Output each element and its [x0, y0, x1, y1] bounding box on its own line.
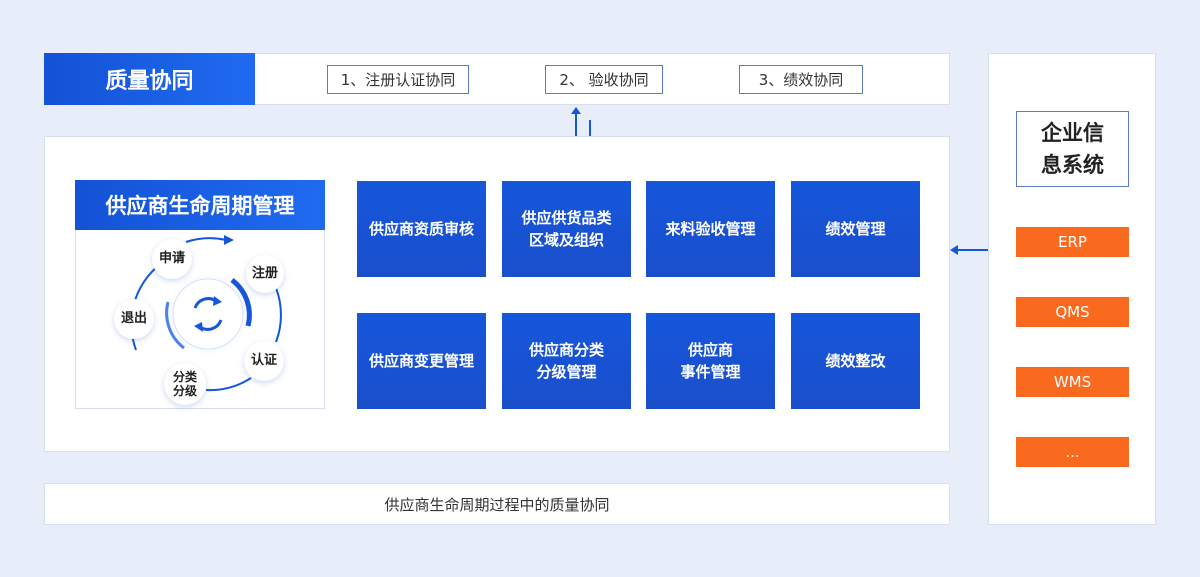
tile-incoming-inspection: 来料验收管理	[646, 181, 775, 277]
system-erp: ERP	[1016, 227, 1129, 257]
lifecycle-title: 供应商生命周期管理	[75, 180, 325, 230]
step-classify: 分类 分级	[164, 363, 206, 405]
bottom-bar: 供应商生命周期过程中的质量协同	[44, 483, 950, 525]
enterprise-systems-title: 企业信 息系统	[1016, 111, 1129, 187]
quality-collab-title: 质量协同	[44, 53, 255, 105]
lifecycle-card: 供应商生命周期管理	[75, 180, 325, 409]
tile-classification-management: 供应商分类 分级管理	[502, 313, 631, 409]
step-register: 注册	[246, 255, 284, 293]
system-more: ...	[1016, 437, 1129, 467]
tag-registration-cert: 1、注册认证协同	[327, 65, 469, 94]
top-bar: 质量协同 1、注册认证协同 2、 验收协同 3、绩效协同	[44, 53, 950, 105]
step-exit: 退出	[114, 299, 154, 339]
system-qms: QMS	[1016, 297, 1129, 327]
tile-qualification-review: 供应商资质审核	[357, 181, 486, 277]
step-apply: 申请	[152, 239, 192, 279]
tile-performance-management: 绩效管理	[791, 181, 920, 277]
tag-acceptance: 2、 验收协同	[545, 65, 663, 94]
tile-event-management: 供应商 事件管理	[646, 313, 775, 409]
tile-performance-rectification: 绩效整改	[791, 313, 920, 409]
system-wms: WMS	[1016, 367, 1129, 397]
left-arrow-icon	[950, 245, 988, 255]
enterprise-panel: 企业信 息系统 ERP QMS WMS ...	[988, 53, 1156, 525]
main-panel: 供应商生命周期管理	[44, 136, 950, 452]
tile-supply-category: 供应供货品类 区域及组织	[502, 181, 631, 277]
lifecycle-cycle-diagram	[130, 235, 282, 392]
tile-change-management: 供应商变更管理	[357, 313, 486, 409]
step-certify: 认证	[244, 341, 284, 381]
tag-performance: 3、绩效协同	[739, 65, 863, 94]
